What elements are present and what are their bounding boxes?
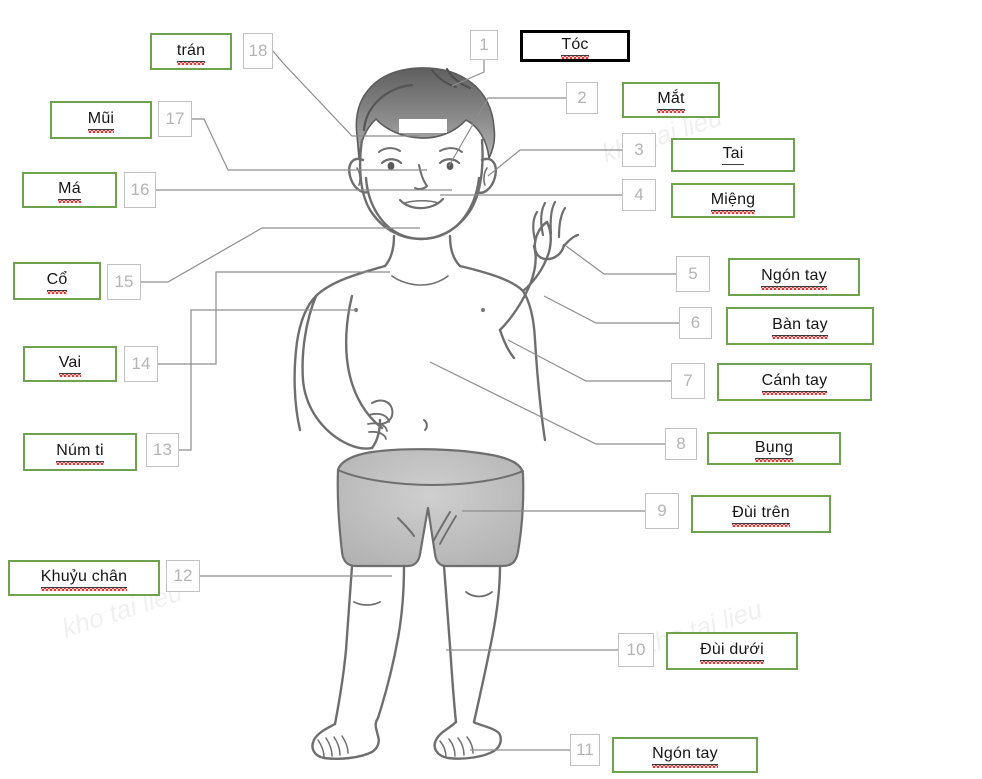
label-box-11[interactable]: Ngón tay (612, 737, 758, 773)
number-box-16[interactable]: 16 (124, 172, 156, 208)
label-box-17[interactable]: Mũi (50, 101, 152, 139)
label-text: Khuỷu chân (40, 568, 128, 591)
number-box-17[interactable]: 17 (158, 101, 192, 137)
number-box-15[interactable]: 15 (107, 264, 141, 300)
label-text: Đùi trên (732, 504, 790, 527)
label-text: Vai (58, 354, 82, 377)
label-box-18[interactable]: trán (150, 33, 232, 70)
label-box-12[interactable]: Khuỷu chân (8, 560, 160, 596)
leader-17 (192, 118, 427, 171)
number-box-2[interactable]: 2 (566, 82, 598, 114)
number-box-3[interactable]: 3 (622, 133, 656, 167)
label-text: Núm ti (56, 442, 105, 465)
label-text: Tai (722, 145, 744, 165)
label-box-15[interactable]: Cổ (13, 262, 101, 300)
label-box-7[interactable]: Cánh tay (717, 363, 872, 401)
label-text: Má (58, 180, 81, 203)
leader-6 (543, 295, 679, 324)
label-text: Ngón tay (761, 267, 827, 290)
label-box-3[interactable]: Tai (671, 138, 795, 172)
number-box-4[interactable]: 4 (622, 179, 656, 211)
label-text: Cánh tay (761, 372, 828, 395)
label-box-1[interactable]: Tóc (520, 30, 630, 62)
label-box-6[interactable]: Bàn tay (726, 307, 874, 345)
label-text: Bàn tay (772, 316, 828, 339)
leader-3 (487, 149, 622, 177)
leader-5 (565, 245, 676, 275)
label-text: Đùi dưới (700, 641, 764, 664)
label-text: Bụng (754, 439, 794, 462)
label-box-14[interactable]: Vai (23, 346, 117, 382)
label-box-13[interactable]: Núm ti (23, 433, 137, 471)
number-box-9[interactable]: 9 (645, 493, 679, 529)
number-box-5[interactable]: 5 (676, 256, 710, 292)
number-box-18[interactable]: 18 (243, 33, 273, 69)
leader-13 (179, 309, 356, 451)
leader-14 (158, 271, 390, 365)
leader-1 (451, 60, 485, 87)
label-text: Mũi (87, 110, 115, 133)
label-box-9[interactable]: Đùi trên (691, 495, 831, 533)
label-text: Miệng (710, 191, 756, 214)
number-box-6[interactable]: 6 (679, 307, 712, 339)
label-text: Tóc (561, 36, 589, 59)
leader-18 (272, 50, 420, 137)
number-box-13[interactable]: 13 (146, 433, 179, 467)
label-box-8[interactable]: Bụng (707, 432, 841, 465)
label-box-4[interactable]: Miệng (671, 183, 795, 218)
label-text: Cổ (46, 271, 68, 294)
label-box-10[interactable]: Đùi dưới (666, 632, 798, 670)
number-box-11[interactable]: 11 (570, 734, 600, 766)
label-text: Mắt (657, 90, 685, 113)
label-text: trán (176, 42, 206, 65)
number-box-14[interactable]: 14 (124, 346, 158, 382)
leader-15 (141, 227, 420, 283)
label-box-5[interactable]: Ngón tay (728, 258, 860, 296)
label-text: Ngón tay (652, 745, 718, 768)
label-box-2[interactable]: Mắt (622, 82, 720, 118)
label-box-16[interactable]: Má (22, 172, 117, 208)
leader-7 (507, 339, 671, 382)
leader-2 (448, 97, 566, 167)
number-box-7[interactable]: 7 (671, 363, 705, 399)
number-box-10[interactable]: 10 (618, 633, 654, 667)
number-box-1[interactable]: 1 (470, 30, 498, 60)
number-box-8[interactable]: 8 (665, 428, 697, 460)
leader-8 (429, 361, 665, 445)
number-box-12[interactable]: 12 (166, 560, 200, 592)
